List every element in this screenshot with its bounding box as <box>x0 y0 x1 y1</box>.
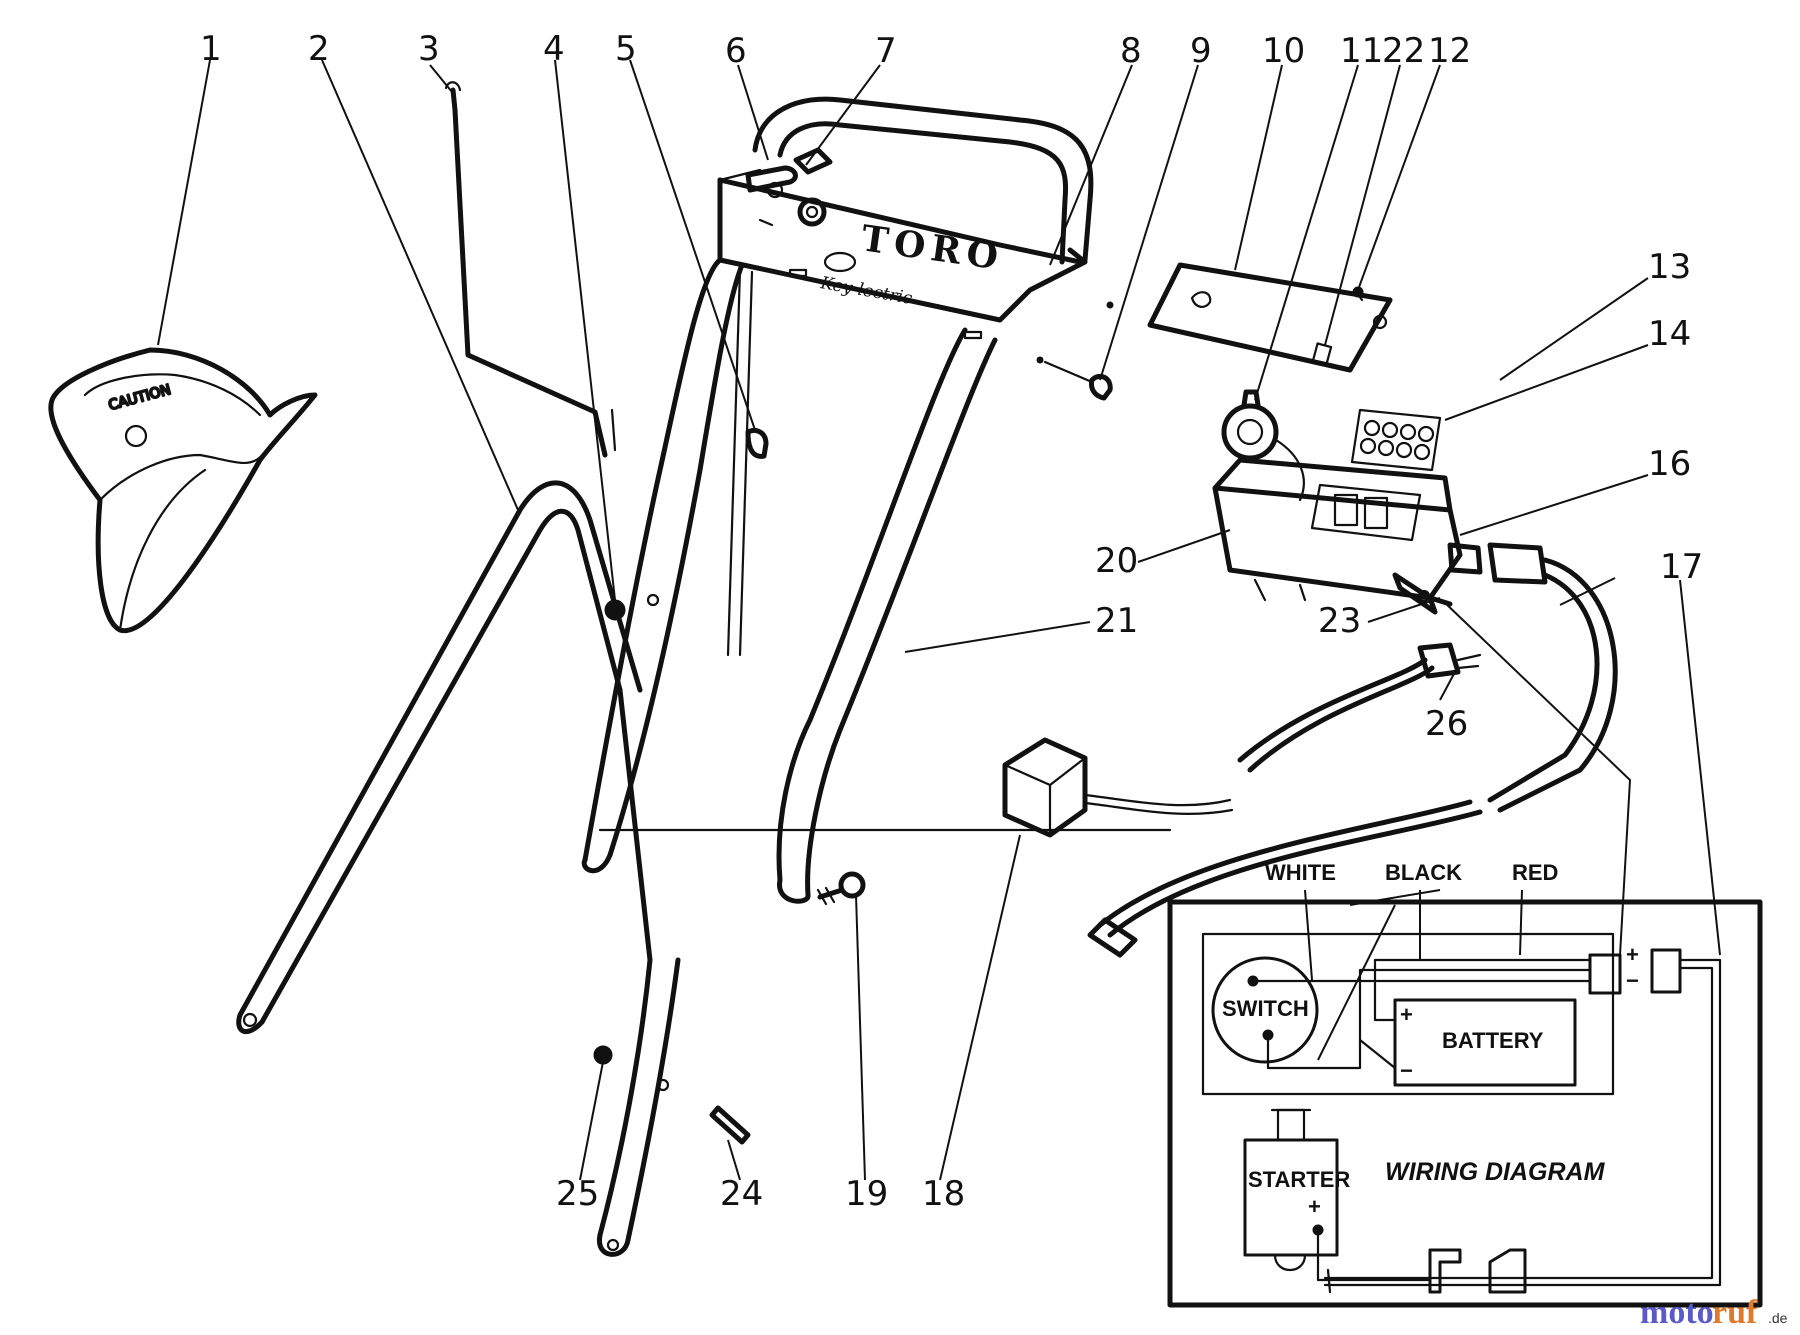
callout-4: 4 <box>543 29 565 69</box>
part-14-battery-cells <box>1310 408 1442 542</box>
part-10-cover-plate <box>1147 262 1393 373</box>
callout-16: 16 <box>1648 444 1691 484</box>
callout-3: 3 <box>418 29 440 69</box>
callout-13: 13 <box>1648 247 1691 287</box>
toro-brand-label: TORO <box>859 217 1007 279</box>
callout-19: 19 <box>845 1174 888 1214</box>
callout-20: 20 <box>1095 541 1138 581</box>
callout-14: 14 <box>1648 314 1691 354</box>
callout-25: 25 <box>556 1174 599 1214</box>
callout-7: 7 <box>875 31 897 71</box>
callout-26: 26 <box>1425 704 1468 744</box>
throttle-cable <box>726 268 754 657</box>
wiring-diagram-title: WIRING DIAGRAM <box>1385 1158 1606 1186</box>
key-lectric-label: Key-lectric <box>818 273 914 309</box>
part-8-control-panel: TORO Key-lectric <box>717 96 1114 340</box>
wire-black-label: BLACK <box>1385 860 1462 885</box>
callout-1: 1 <box>200 29 222 69</box>
part-19-bolt <box>816 871 866 906</box>
watermark-moto: moto <box>1640 1294 1714 1331</box>
watermark-domain: .de <box>1768 1310 1788 1326</box>
callout-18: 18 <box>922 1174 965 1214</box>
callout-2: 2 <box>308 29 330 69</box>
callout-11: 11 <box>1340 31 1383 71</box>
callout-6: 6 <box>725 31 747 71</box>
part-24-pin <box>709 1105 751 1145</box>
wire-white-label: WHITE <box>1265 860 1336 885</box>
part-11-22-12-hardware <box>1311 286 1364 366</box>
switch-symbol <box>1211 956 1319 1064</box>
part-20-battery-box <box>1212 457 1463 615</box>
watermark-ruf: ruf <box>1712 1294 1758 1331</box>
battery-label: BATTERY <box>1442 1028 1544 1053</box>
callout-5: 5 <box>615 29 637 69</box>
callout-numbers: 1 2 3 4 5 6 7 8 9 10 11 22 12 13 14 16 2… <box>200 29 1703 1214</box>
leader-lines <box>157 59 1721 1181</box>
callout-17: 17 <box>1660 547 1703 587</box>
lower-handle-bottom <box>597 957 681 1257</box>
connector-minus: − <box>1626 968 1639 993</box>
callout-10: 10 <box>1262 31 1305 71</box>
part-5-clip <box>745 428 769 459</box>
part-26-charger-lead <box>1237 642 1482 773</box>
starter-plus: + <box>1308 1194 1321 1219</box>
battery-symbol <box>1393 998 1577 1087</box>
part-18-charger <box>1002 737 1234 838</box>
part-9-bolt <box>1036 356 1113 401</box>
wire-red-label: RED <box>1512 860 1558 885</box>
callout-9: 9 <box>1190 31 1212 71</box>
svg-text:CAUTION: CAUTION <box>107 382 173 414</box>
callout-24: 24 <box>720 1174 763 1214</box>
callout-22: 22 <box>1382 31 1425 71</box>
starter-label: STARTER <box>1248 1167 1350 1192</box>
part-6-7-key-switch <box>745 147 833 227</box>
battery-plus: + <box>1400 1002 1413 1027</box>
callout-12: 12 <box>1428 31 1471 71</box>
part-1-rear-cover: CAUTION <box>48 347 318 634</box>
callout-21: 21 <box>1095 601 1138 641</box>
motoruf-watermark: moto ruf .de <box>1640 1294 1788 1331</box>
part-3-control-rod <box>444 81 617 458</box>
part-16-connector <box>1447 542 1548 585</box>
callout-8: 8 <box>1120 31 1142 71</box>
part-17-harness <box>1087 557 1618 958</box>
starter-symbol <box>1243 1138 1339 1257</box>
connector-plus: + <box>1626 942 1639 967</box>
part-2-lower-handle <box>236 480 653 1035</box>
part-21-upper-handle <box>581 257 1172 904</box>
battery-minus: − <box>1400 1058 1413 1083</box>
switch-label: SWITCH <box>1222 996 1309 1021</box>
part-13-key-switch-assembly <box>1221 389 1305 502</box>
callout-23: 23 <box>1318 601 1361 641</box>
wiring-diagram: WHITE BLACK RED SWITCH BATTERY + − + − <box>1167 860 1763 1308</box>
